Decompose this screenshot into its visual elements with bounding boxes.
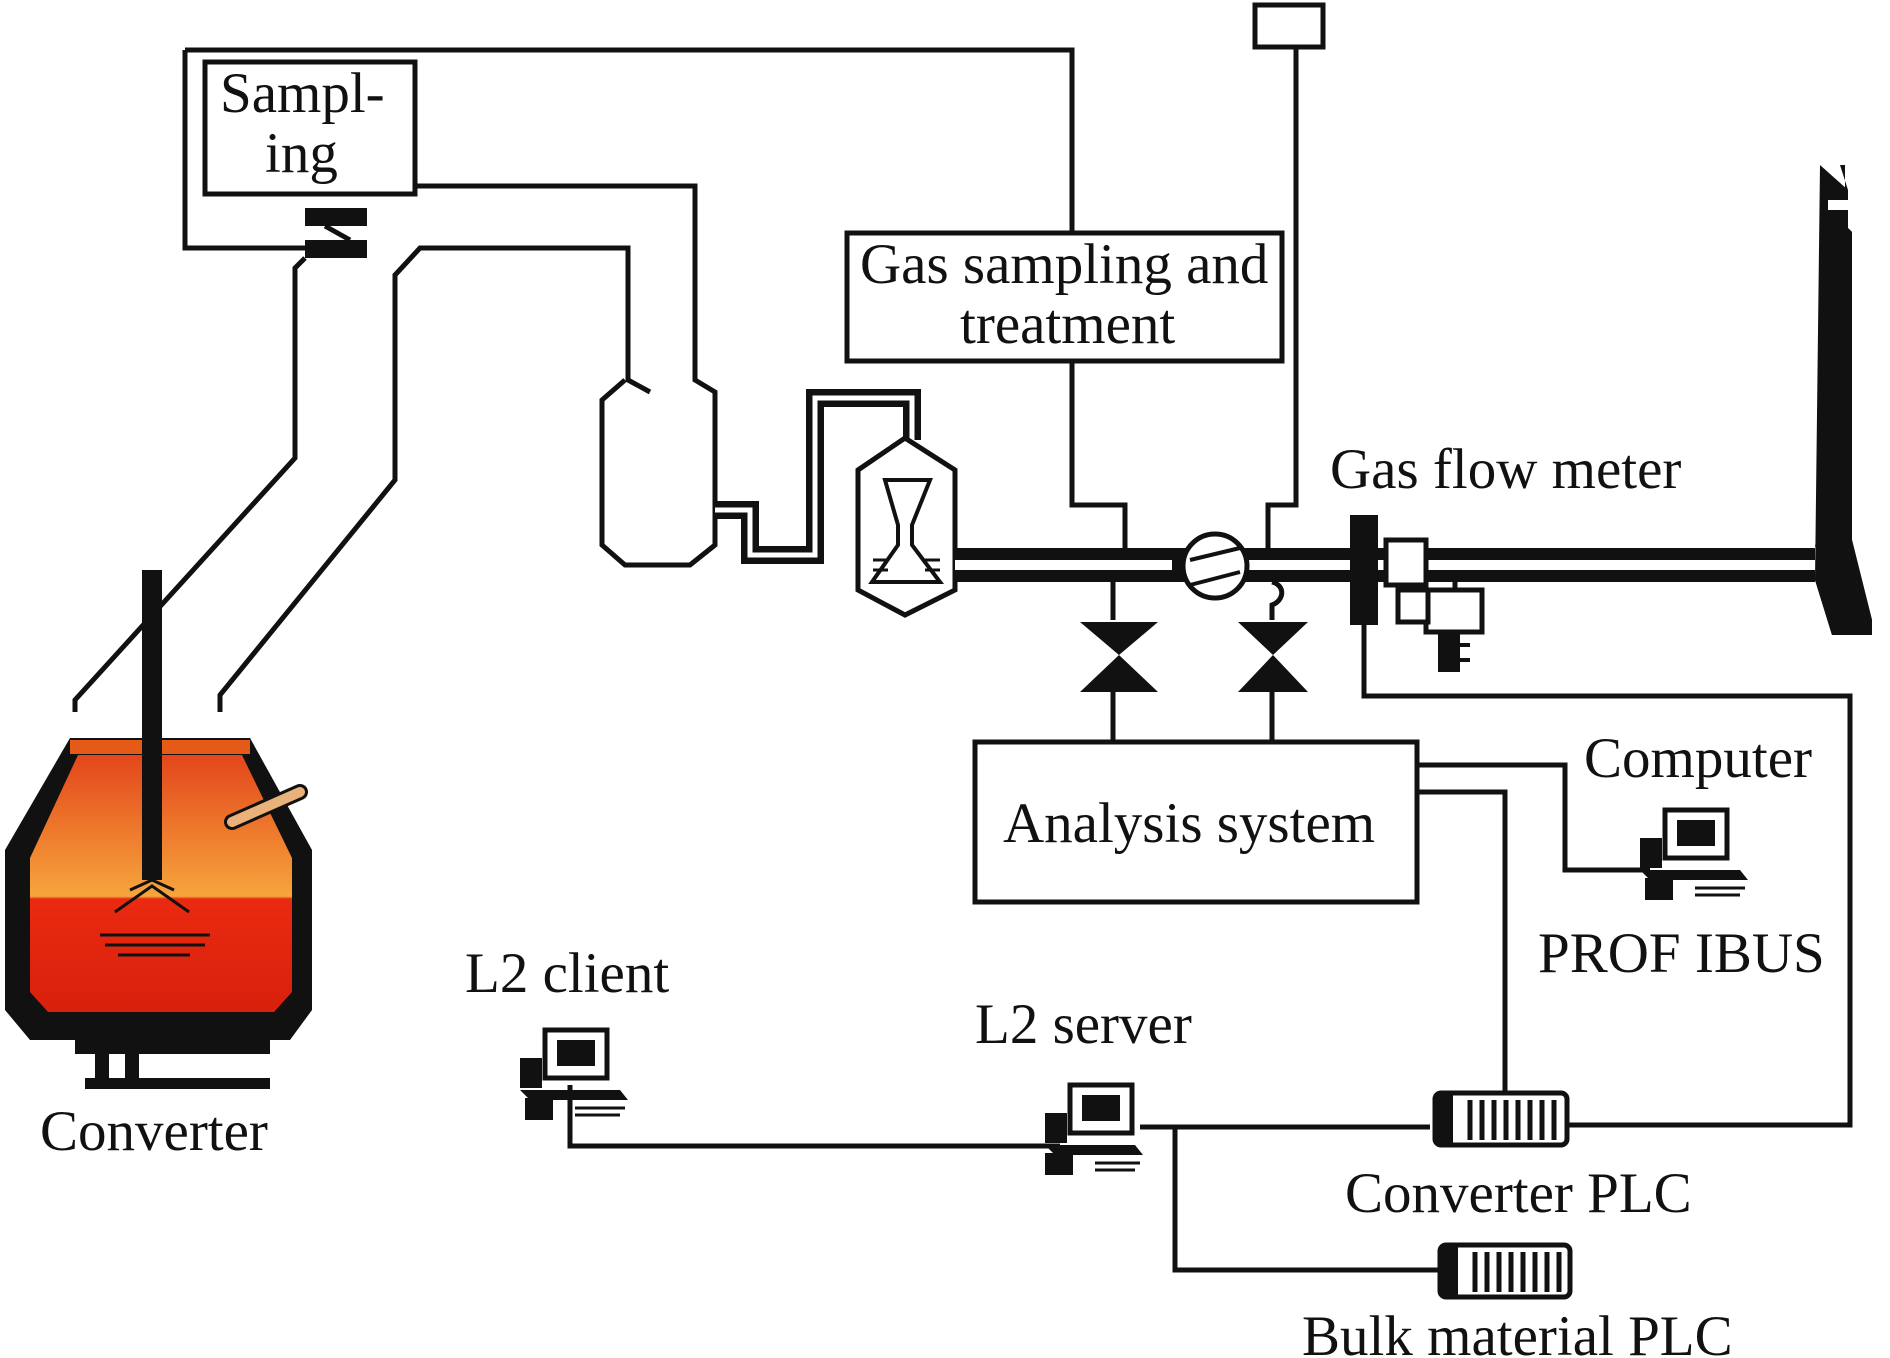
display-unit: [1252, 2, 1326, 548]
analysis-system-label: Analysis system: [1003, 792, 1375, 855]
valve-left-icon: [1080, 582, 1158, 742]
sampling-probe-lower: [305, 240, 367, 258]
gas-flow-meter: Gas flow meter: [1330, 438, 1681, 672]
gas-pipe-loop: [715, 389, 921, 564]
separator-vessel: [855, 435, 958, 618]
gas-sampling-label-line2: treatment: [960, 293, 1175, 356]
computer-label: Computer: [1584, 727, 1812, 790]
l2-server-label: L2 server: [975, 993, 1192, 1056]
bulk-material-plc-icon: Bulk material PLC: [1302, 1242, 1733, 1358]
oxygen-lance: [142, 570, 162, 880]
analysis-system: Analysis system: [972, 739, 1420, 905]
orifice-plate: [1350, 515, 1378, 625]
l2-client-icon: L2 client: [465, 942, 669, 1120]
profibus-label: PROF IBUS: [1538, 922, 1825, 985]
chimney: [1815, 165, 1872, 635]
valve-right-icon: [1238, 579, 1308, 742]
gas-sampling-box: [844, 230, 1285, 364]
sampling-unit: Sampl- ing: [182, 47, 1075, 505]
gas-sampling-treatment: Gas sampling and treatment: [844, 230, 1285, 548]
gas-sampling-label-line1: Gas sampling and: [860, 233, 1268, 296]
converter-plc-label: Converter PLC: [1345, 1162, 1692, 1225]
converter-vessel: Converter: [5, 570, 312, 1163]
l2-client-label: L2 client: [465, 942, 669, 1005]
analysis-system-box: [972, 739, 1420, 905]
sampling-box: [202, 59, 418, 197]
sampling-label-line1: Sampl-: [220, 62, 385, 125]
flue-duct: [72, 183, 718, 712]
converter-plc-icon: Converter PLC: [1345, 1090, 1692, 1225]
gas-flow-meter-label: Gas flow meter: [1330, 438, 1681, 501]
sampling-label-line2: ing: [265, 122, 338, 185]
converter-label: Converter: [40, 1100, 268, 1163]
sampling-probe-upper: [305, 208, 367, 226]
computer-icon: Computer PROF IBUS: [1538, 727, 1825, 985]
l2-server-icon: L2 server: [975, 993, 1192, 1175]
pump-icon: [1180, 531, 1250, 601]
bulk-material-plc-label: Bulk material PLC: [1302, 1305, 1733, 1358]
signal-wiring: [567, 625, 1853, 1273]
